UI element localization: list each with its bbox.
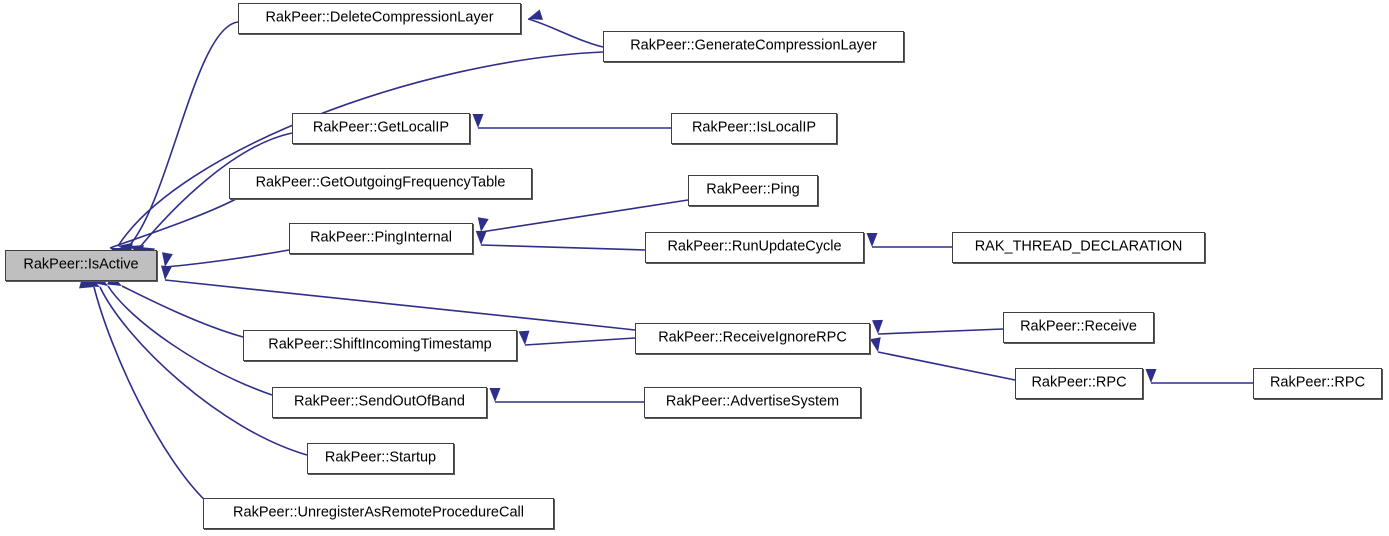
graph-node-runupdatecycle[interactable]: RakPeer::RunUpdateCycle	[645, 232, 864, 263]
call-edge	[99, 286, 308, 456]
graph-node-label: RakPeer::RPC	[1031, 374, 1127, 391]
graph-node-deletecompression[interactable]: RakPeer::DeleteCompressionLayer	[238, 3, 521, 34]
edge-arrowhead	[1145, 369, 1157, 383]
graph-node-pinginternal[interactable]: RakPeer::PingInternal	[289, 223, 473, 254]
graph-node-ping[interactable]: RakPeer::Ping	[688, 175, 818, 206]
edge-arrowhead	[162, 252, 173, 267]
call-edge	[109, 198, 237, 249]
graph-node-startup[interactable]: RakPeer::Startup	[307, 443, 454, 474]
graph-node-label: RakPeer::Startup	[324, 449, 437, 466]
graph-node-label: RakPeer::IsActive	[23, 256, 139, 273]
graph-node-shiftincoming[interactable]: RakPeer::ShiftIncomingTimestamp	[243, 330, 517, 361]
call-edge	[93, 286, 211, 506]
graph-node-getlocalip[interactable]: RakPeer::GetLocalIP	[292, 113, 470, 144]
graph-node-label: RakPeer::GenerateCompressionLayer	[630, 37, 877, 54]
graph-node-label: RakPeer::ReceiveIgnoreRPC	[658, 329, 847, 346]
graph-node-rakthreaddecl[interactable]: RAK_THREAD_DECLARATION	[952, 232, 1205, 263]
graph-node-getoutgoingfreq[interactable]: RakPeer::GetOutgoingFrequencyTable	[229, 168, 532, 199]
graph-node-label: RAK_THREAD_DECLARATION	[974, 238, 1183, 255]
edge-arrowhead	[489, 388, 501, 402]
call-edge	[128, 21, 239, 247]
edge-arrowhead	[160, 265, 172, 280]
graph-node-sendoutofband[interactable]: RakPeer::SendOutOfBand	[272, 387, 487, 418]
graph-node-label: RakPeer::RunUpdateCycle	[667, 238, 842, 255]
edge-arrowhead	[475, 230, 487, 245]
graph-node-unregisterrpc[interactable]: RakPeer::UnregisterAsRemoteProcedureCall	[203, 498, 554, 529]
edge-arrowhead	[472, 114, 484, 128]
graph-node-generatecompression[interactable]: RakPeer::GenerateCompressionLayer	[603, 31, 904, 62]
graph-node-receive[interactable]: RakPeer::Receive	[1003, 312, 1154, 343]
edge-arrowhead	[518, 330, 530, 345]
call-edge	[480, 199, 689, 233]
edge-arrowhead	[866, 233, 878, 247]
graph-node-isactive[interactable]: RakPeer::IsActive	[5, 250, 157, 281]
edge-arrowhead	[872, 319, 884, 334]
edge-arrowhead	[869, 337, 881, 352]
graph-node-label: RakPeer::IsLocalIP	[691, 119, 817, 136]
graph-node-label: RakPeer::AdvertiseSystem	[665, 393, 840, 410]
call-edge	[527, 18, 604, 48]
call-edge	[164, 249, 290, 268]
edge-arrowhead	[528, 9, 544, 20]
edge-arrowhead	[477, 217, 489, 232]
call-edge	[117, 51, 604, 247]
graph-node-label: RakPeer::ShiftIncomingTimestamp	[268, 336, 492, 353]
graph-node-label: RakPeer::GetLocalIP	[312, 119, 450, 136]
call-edge	[480, 244, 646, 251]
graph-node-islocalip[interactable]: RakPeer::IsLocalIP	[671, 113, 837, 144]
graph-node-rpc2[interactable]: RakPeer::RPC	[1253, 368, 1382, 399]
graph-node-label: RakPeer::DeleteCompressionLayer	[265, 9, 494, 26]
graph-node-label: RakPeer::Receive	[1020, 318, 1137, 335]
graph-node-receiveignorerpc[interactable]: RakPeer::ReceiveIgnoreRPC	[635, 323, 870, 354]
graph-node-label: RakPeer::Ping	[706, 181, 800, 198]
call-edge	[164, 279, 636, 331]
graph-node-label: RakPeer::GetOutgoingFrequencyTable	[255, 174, 506, 191]
graph-node-label: RakPeer::UnregisterAsRemoteProcedureCall	[233, 504, 524, 521]
call-edge	[877, 351, 1016, 381]
call-edge	[524, 337, 636, 346]
graph-node-label: RakPeer::RPC	[1269, 374, 1366, 391]
call-edge	[121, 285, 244, 338]
graph-node-label: RakPeer::PingInternal	[310, 229, 452, 246]
call-edge	[877, 328, 1004, 335]
graph-node-label: RakPeer::SendOutOfBand	[294, 393, 465, 410]
graph-node-advertisesystem[interactable]: RakPeer::AdvertiseSystem	[644, 387, 861, 418]
graph-node-rpc1[interactable]: RakPeer::RPC	[1015, 368, 1143, 399]
